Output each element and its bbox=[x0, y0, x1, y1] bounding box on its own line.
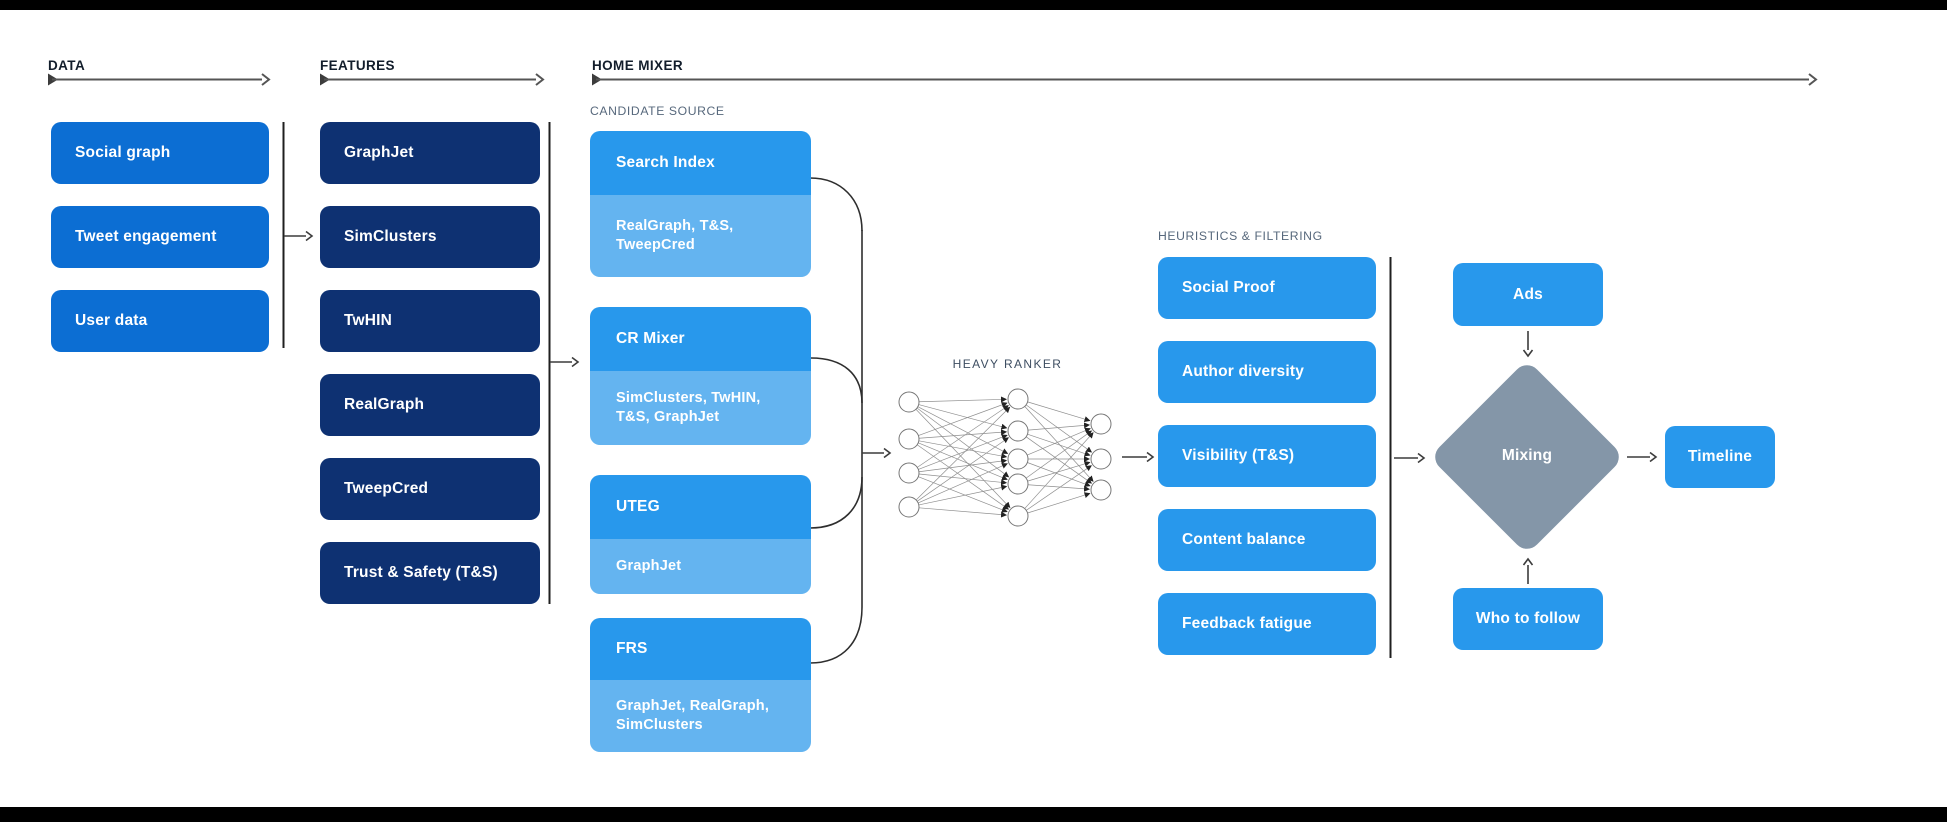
who-to-follow-box: Who to follow bbox=[1453, 588, 1603, 650]
heuristics-box-feedback-fatigue: Feedback fatigue bbox=[1158, 593, 1376, 655]
heavy-ranker-title: HEAVY RANKER bbox=[952, 357, 1063, 371]
section-arrow-data bbox=[48, 73, 271, 86]
flow-arrow-whotofollow-to-mixing bbox=[1522, 557, 1534, 584]
section-arrow-features bbox=[320, 73, 545, 86]
ads-box: Ads bbox=[1453, 263, 1603, 326]
flow-arrow-ranker-to-heuristics bbox=[1122, 451, 1155, 463]
flow-arrow-heuristics-to-mixing bbox=[1394, 452, 1426, 464]
section-title-features: FEATURES bbox=[320, 58, 395, 73]
candidate-group-frs: FRS GraphJet, RealGraph, SimClusters bbox=[590, 618, 811, 752]
candidate-inputs: RealGraph, T&S, TweepCred bbox=[590, 195, 811, 277]
data-box-social-graph: Social graph bbox=[51, 122, 269, 184]
candidate-header: CR Mixer bbox=[590, 307, 811, 371]
heuristics-box-social-proof: Social Proof bbox=[1158, 257, 1376, 319]
candidate-group-uteg: UTEG GraphJet bbox=[590, 475, 811, 594]
features-box-realgraph: RealGraph bbox=[320, 374, 540, 436]
heuristics-box-visibility: Visibility (T&S) bbox=[1158, 425, 1376, 487]
candidate-header: FRS bbox=[590, 618, 811, 680]
candidate-group-search-index: Search Index RealGraph, T&S, TweepCred bbox=[590, 131, 811, 277]
flow-arrow-features-to-candidates bbox=[550, 356, 580, 368]
features-box-twhin: TwHIN bbox=[320, 290, 540, 352]
heuristics-box-author-diversity: Author diversity bbox=[1158, 341, 1376, 403]
candidate-header: UTEG bbox=[590, 475, 811, 539]
flow-arrow-ads-to-mixing bbox=[1522, 331, 1534, 358]
candidate-header: Search Index bbox=[590, 131, 811, 195]
features-box-simclusters: SimClusters bbox=[320, 206, 540, 268]
candidate-source-title: CANDIDATE SOURCE bbox=[590, 104, 725, 118]
candidate-convergence-curves bbox=[809, 177, 863, 664]
mixing-diamond bbox=[1435, 365, 1619, 549]
candidate-inputs: SimClusters, TwHIN, T&S, GraphJet bbox=[590, 371, 811, 445]
flow-arrow-mixing-to-timeline bbox=[1627, 451, 1658, 463]
heavy-ranker-network bbox=[898, 388, 1112, 527]
timeline-box: Timeline bbox=[1665, 426, 1775, 488]
flow-arrow-data-to-features bbox=[284, 230, 314, 242]
section-arrow-home-mixer bbox=[592, 73, 1818, 86]
candidate-inputs: GraphJet bbox=[590, 539, 811, 594]
mixing-diamond-label: Mixing bbox=[1501, 447, 1553, 464]
heuristics-box-content-balance: Content balance bbox=[1158, 509, 1376, 571]
candidate-inputs: GraphJet, RealGraph, SimClusters bbox=[590, 680, 811, 752]
section-title-home-mixer: HOME MIXER bbox=[592, 58, 684, 73]
features-box-graphjet: GraphJet bbox=[320, 122, 540, 184]
candidate-group-cr-mixer: CR Mixer SimClusters, TwHIN, T&S, GraphJ… bbox=[590, 307, 811, 445]
data-box-user-data: User data bbox=[51, 290, 269, 352]
bottom-black-bar bbox=[0, 807, 1947, 822]
heuristics-title: HEURISTICS & FILTERING bbox=[1158, 229, 1323, 243]
section-title-data: DATA bbox=[48, 58, 86, 73]
data-box-tweet-engagement: Tweet engagement bbox=[51, 206, 269, 268]
top-black-bar bbox=[0, 0, 1947, 10]
features-box-tweepcred: TweepCred bbox=[320, 458, 540, 520]
flow-arrow-candidates-to-ranker bbox=[862, 447, 892, 459]
features-box-trust-safety: Trust & Safety (T&S) bbox=[320, 542, 540, 604]
